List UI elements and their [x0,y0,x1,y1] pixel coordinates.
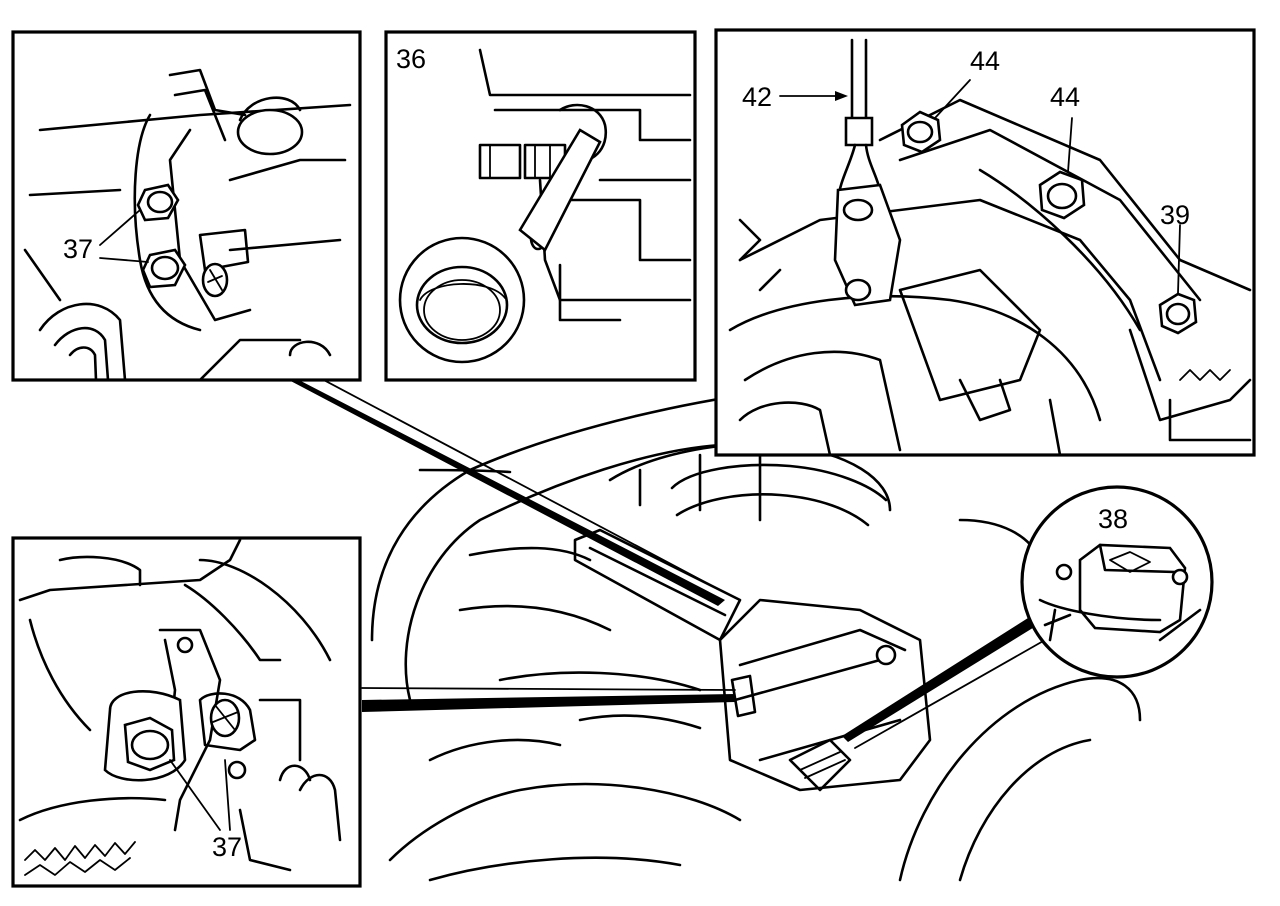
inset-top-middle: 36 [384,30,697,382]
leader-wedges [285,377,1046,749]
callout-38: 38 [1098,504,1128,534]
callout-37-bottom: 37 [212,832,242,862]
inset-bottom-left: 37 [11,536,362,888]
callout-36: 36 [396,44,426,74]
main-assembly-view [370,382,1142,882]
inset-top-right: 42 44 44 39 [714,28,1256,457]
callout-42: 42 [742,82,772,112]
callout-44-first: 44 [970,46,1000,76]
inset-circle: 38 [1020,485,1214,679]
callout-39: 39 [1160,200,1190,230]
callout-37-top: 37 [63,234,93,264]
inset-top-left: 37 [11,30,362,382]
callout-44-second: 44 [1050,82,1080,112]
